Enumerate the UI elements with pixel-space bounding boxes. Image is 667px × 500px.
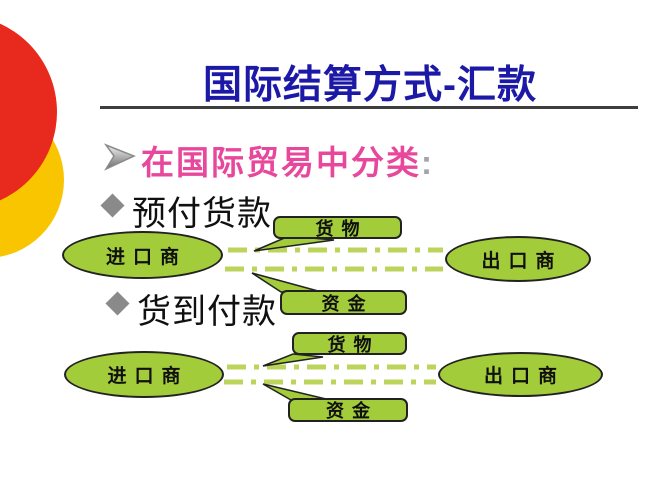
exporter-node: 出口商 <box>445 236 591 282</box>
classification-heading-colon: : <box>421 144 434 181</box>
funds-box: 资金 <box>288 398 408 422</box>
classification-heading: 在国际贸易中分类: <box>141 136 434 184</box>
title-underline <box>100 106 638 109</box>
funds-box: 资金 <box>280 290 407 315</box>
method-label: 预付货款 <box>132 195 272 233</box>
importer-node: 进口商 <box>64 351 224 398</box>
goods-box: 货物 <box>292 332 407 355</box>
method-payment-in-advance: 预付货款 <box>100 186 272 235</box>
arrowhead-bullet-icon <box>103 143 136 171</box>
slide-title: 国际结算方式-汇款 <box>203 64 537 107</box>
exporter-node: 出口商 <box>438 352 603 397</box>
classification-heading-row: 在国际贸易中分类: <box>103 136 434 184</box>
classification-heading-text: 在国际贸易中分类 <box>141 144 421 181</box>
importer-node: 进口商 <box>62 231 223 279</box>
goods-box: 货物 <box>273 216 402 239</box>
method-payment-after-delivery: 货到付款 <box>105 284 277 333</box>
method-label: 货到付款 <box>137 293 277 331</box>
goods-callout-pointer-2 <box>262 353 324 367</box>
